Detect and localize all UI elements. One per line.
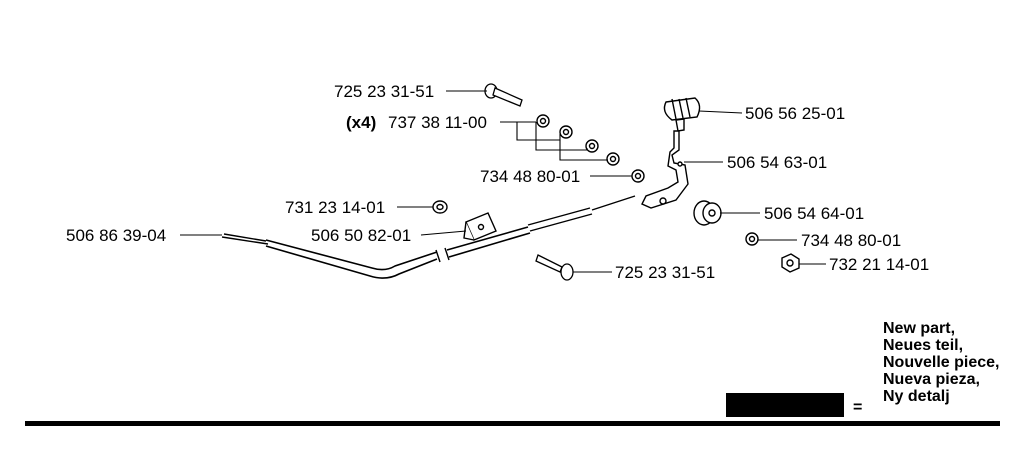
leader-lines [180, 90, 826, 273]
nut-right-part [781, 253, 800, 273]
legend-line-fr: Nouvelle piece, [883, 354, 1000, 371]
nut-left-part [432, 200, 448, 214]
legend-line-de: Neues teil, [883, 337, 964, 354]
label-cable: 506 86 39-04 [66, 226, 166, 245]
label-nut-right: 732 21 14-01 [829, 255, 929, 274]
label-handle-knob: 506 56 25-01 [745, 104, 845, 123]
handle-knob-part [663, 97, 701, 132]
bottom-rule [25, 421, 1000, 426]
new-part-marker-box [726, 393, 844, 417]
label-nut-left: 731 23 14-01 [285, 198, 385, 217]
label-washers-qty: (x4) [346, 113, 376, 132]
legend-line-es: Nueva pieza, [883, 371, 980, 388]
label-bolt-top: 725 23 31-51 [334, 82, 434, 101]
washer-set-part [536, 114, 645, 183]
legend-line-en: New part, [883, 320, 956, 337]
bushing-part [693, 200, 722, 226]
label-washer-right: 734 48 80-01 [801, 231, 901, 250]
bolt-top-part [484, 83, 523, 107]
new-part-legend: New part, Neues teil, Nouvelle piece, Nu… [883, 320, 1001, 405]
bracket-part [463, 212, 497, 241]
lever-arm-part [641, 130, 689, 209]
label-bracket: 506 50 82-01 [311, 226, 411, 245]
label-bushing: 506 54 64-01 [764, 204, 864, 223]
label-washers: 737 38 11-00 [388, 113, 487, 132]
bolt-bottom-part [535, 254, 574, 281]
legend-line-sv: Ny detalj [883, 388, 950, 405]
label-washer-mid: 734 48 80-01 [480, 167, 580, 186]
cable-assembly [221, 195, 636, 279]
label-lever-arm: 506 54 63-01 [727, 153, 827, 172]
label-bolt-bottom: 725 23 31-51 [615, 263, 715, 282]
washer-right-part [745, 232, 759, 246]
legend-equals: = [853, 399, 863, 416]
